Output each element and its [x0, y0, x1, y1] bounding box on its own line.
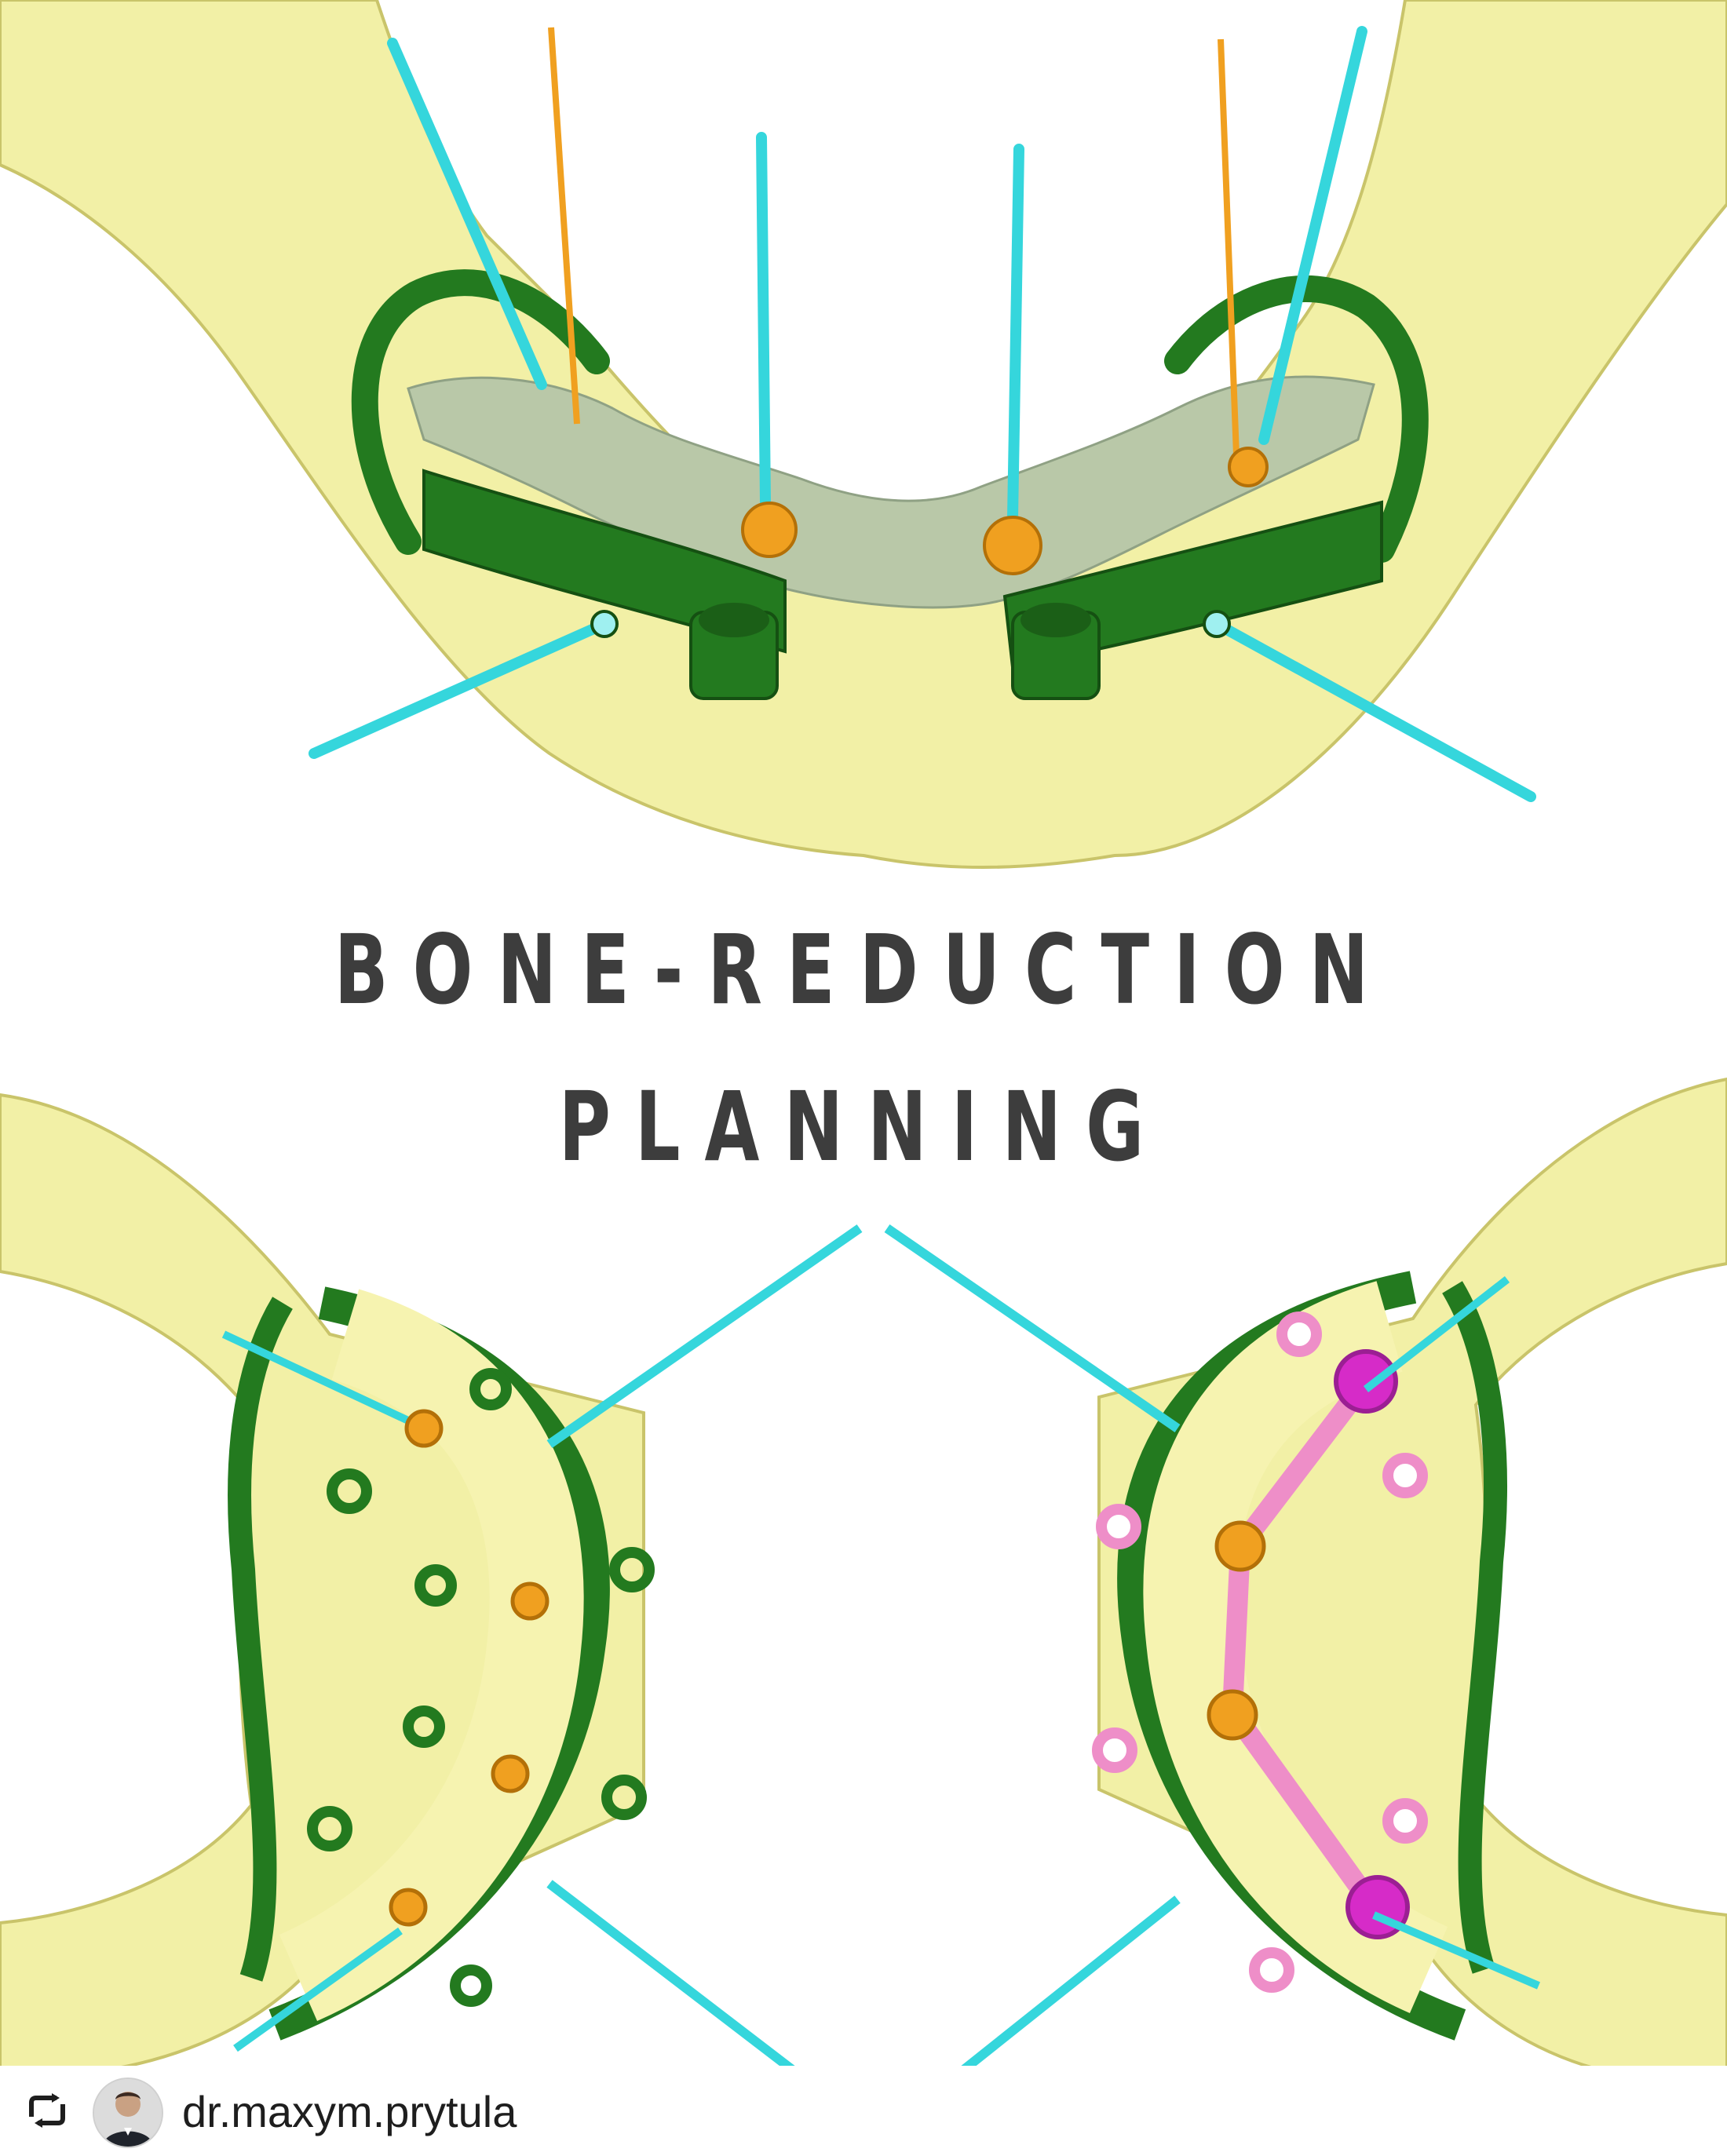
pin-top-2: [756, 132, 771, 508]
bottom-right-arch-view: [884, 1077, 1727, 2119]
drill-1: [548, 27, 580, 425]
pink-rings: [1092, 1311, 1428, 1993]
abutment-3: [1228, 447, 1269, 487]
right-implants: [1207, 1520, 1266, 1741]
left-guide-loop: [351, 269, 610, 555]
repost-bar: dr.maxym.prytula: [0, 2066, 1727, 2156]
right-pin-1: [884, 1224, 1181, 1432]
username[interactable]: dr.maxym.prytula: [182, 2087, 517, 2136]
right-pin-4: [1372, 1911, 1540, 1990]
left-implants: [389, 1409, 550, 1927]
title-line-1: BONE-REDUCTION: [334, 914, 1393, 1026]
abutment-1: [741, 502, 798, 558]
pin-top-6: [1211, 618, 1536, 802]
abutment-2: [983, 516, 1042, 575]
avatar[interactable]: [93, 2078, 163, 2148]
left-pin-3: [221, 1330, 411, 1425]
right-guide-outer: [1442, 1281, 1507, 1974]
title-line-2: PLANNING: [558, 1071, 1169, 1183]
left-pin-4: [233, 1927, 403, 2052]
right-pin-3: [1363, 1276, 1510, 1392]
drill-2: [1218, 38, 1240, 456]
pin-top-3: [1007, 144, 1024, 523]
left-guide-rings: [307, 1368, 655, 2007]
pin-top-1: [387, 38, 547, 390]
avatar-photo: [94, 2079, 162, 2147]
left-guide-outer: [228, 1297, 293, 1982]
left-pin-1: [546, 1224, 863, 1448]
left-guide-bar: [422, 469, 787, 654]
mandible-bone: [0, 0, 1727, 869]
bottom-left-arch-view: [0, 1093, 863, 2119]
top-mandible-view: [0, 0, 1727, 869]
pin-top-5: [309, 618, 610, 759]
right-inner-bone-band: [1143, 1281, 1448, 2013]
pink-bar-frame: [1222, 1375, 1382, 1913]
pin-top-4: [1258, 26, 1367, 445]
repost-icon[interactable]: [24, 2093, 71, 2128]
